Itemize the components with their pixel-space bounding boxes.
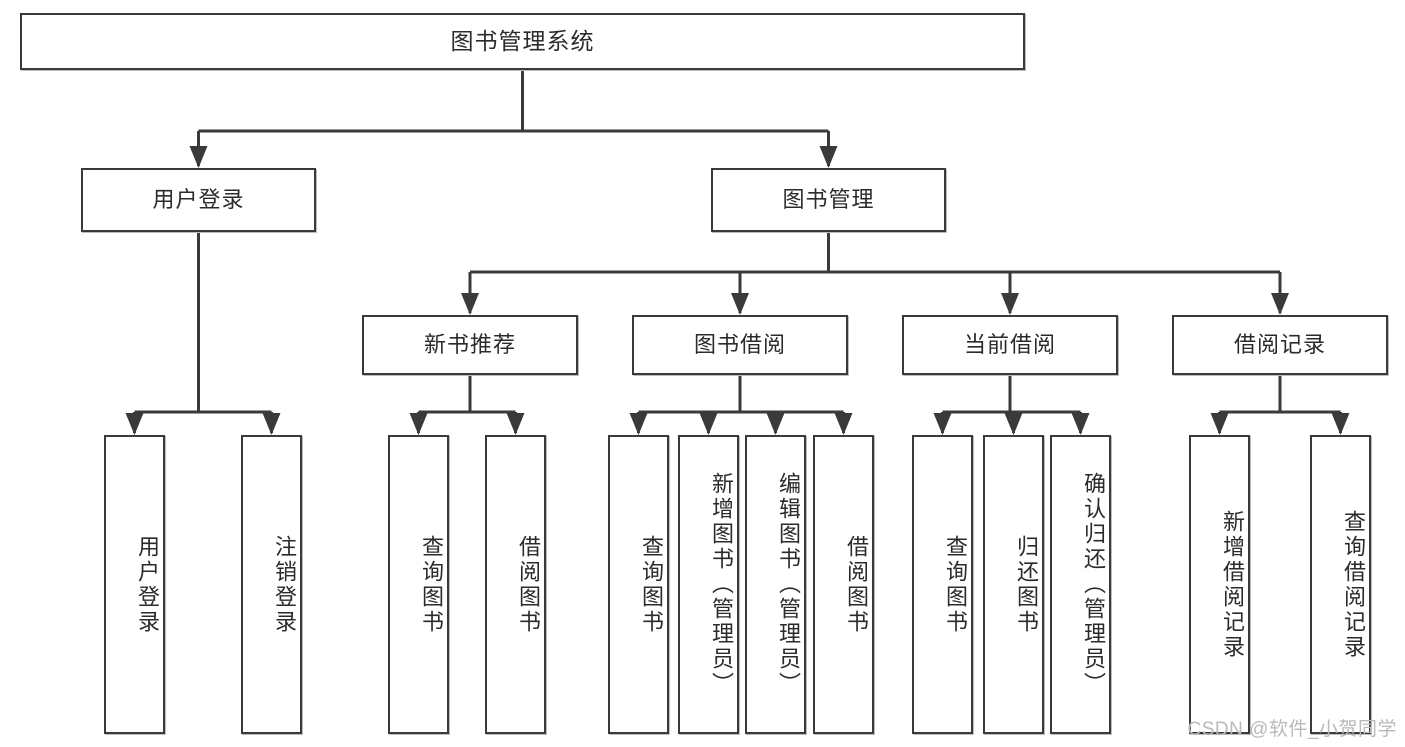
node-level3-3[interactable]: 借阅记录 — [1172, 315, 1388, 375]
node-leaf-12[interactable]: 查询借阅记录 — [1310, 435, 1371, 734]
node-level3-0[interactable]: 新书推荐 — [362, 315, 578, 375]
node-label: 确认归还（管理员） — [1081, 472, 1106, 697]
node-leaf-11[interactable]: 新增借阅记录 — [1189, 435, 1250, 734]
node-leaf-2[interactable]: 查询图书 — [388, 435, 449, 734]
node-leaf-0[interactable]: 用户登录 — [104, 435, 165, 734]
node-label: 借阅图书 — [844, 534, 869, 635]
node-label: 新书推荐 — [423, 331, 516, 357]
watermark-label: CSDN @软件_小贺同学 — [1187, 719, 1397, 740]
node-label: 用户登录 — [135, 534, 160, 635]
node-label: 借阅图书 — [516, 534, 541, 635]
node-label: 查询图书 — [419, 534, 444, 635]
node-label: 用户登录 — [152, 186, 245, 212]
node-label: 图书管理 — [782, 186, 875, 212]
node-label: 新增图书（管理员） — [709, 472, 734, 697]
node-label: 归还图书 — [1014, 534, 1039, 635]
node-leaf-1[interactable]: 注销登录 — [241, 435, 302, 734]
node-label: 查询借阅记录 — [1341, 509, 1366, 660]
node-label: 编辑图书（管理员） — [776, 472, 801, 697]
node-label: 当前借阅 — [963, 331, 1056, 357]
node-label: 查询图书 — [639, 534, 664, 635]
node-level3-1[interactable]: 图书借阅 — [632, 315, 848, 375]
node-level2-0[interactable]: 用户登录 — [81, 168, 316, 232]
node-level2-1[interactable]: 图书管理 — [711, 168, 946, 232]
node-leaf-7[interactable]: 借阅图书 — [813, 435, 874, 734]
node-label: 图书管理系统 — [450, 27, 595, 54]
node-label: 借阅记录 — [1233, 331, 1326, 357]
node-level3-2[interactable]: 当前借阅 — [902, 315, 1118, 375]
node-leaf-9[interactable]: 归还图书 — [983, 435, 1044, 734]
node-leaf-6[interactable]: 编辑图书（管理员） — [745, 435, 806, 734]
node-leaf-5[interactable]: 新增图书（管理员） — [678, 435, 739, 734]
node-leaf-3[interactable]: 借阅图书 — [485, 435, 546, 734]
node-label: 新增借阅记录 — [1220, 509, 1245, 660]
node-leaf-10[interactable]: 确认归还（管理员） — [1050, 435, 1111, 734]
node-label: 图书借阅 — [693, 331, 786, 357]
node-label: 注销登录 — [272, 534, 297, 635]
node-label: 查询图书 — [943, 534, 968, 635]
node-leaf-4[interactable]: 查询图书 — [608, 435, 669, 734]
node-leaf-8[interactable]: 查询图书 — [912, 435, 973, 734]
node-root[interactable]: 图书管理系统 — [20, 13, 1025, 70]
